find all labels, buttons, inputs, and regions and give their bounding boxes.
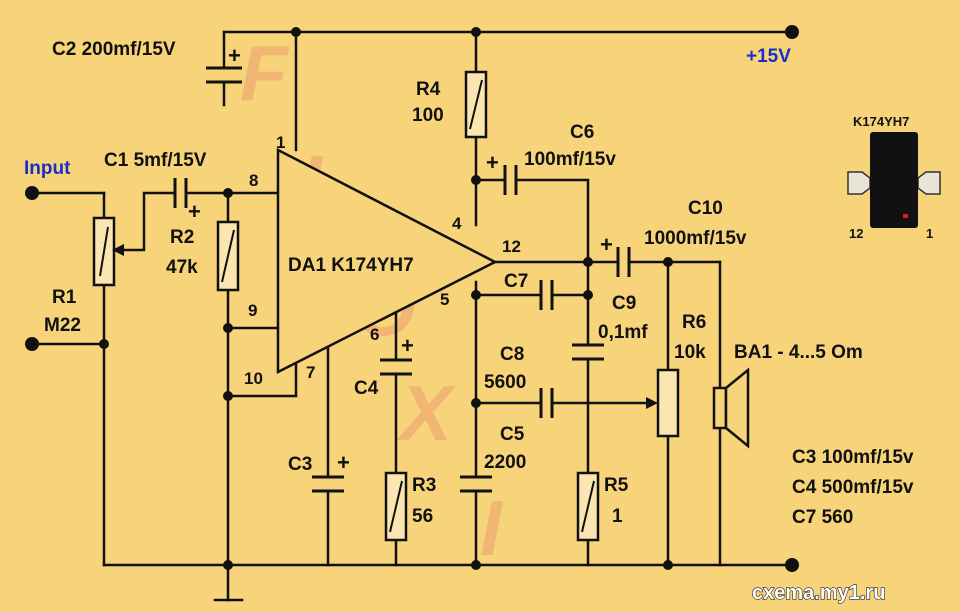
capacitor-c4: + <box>380 333 414 376</box>
r1-value: M22 <box>44 315 81 336</box>
ic-da1: DA1 K174YH7 1 8 4 12 5 9 6 10 7 <box>244 133 521 388</box>
r3-name: R3 <box>412 475 436 496</box>
ba1-label: BA1 - 4...5 Om <box>734 342 863 363</box>
r5-value: 1 <box>612 506 623 527</box>
package-pin-right: 1 <box>926 226 933 241</box>
resistor-r1 <box>92 216 124 287</box>
capacitor-c8 <box>539 388 554 418</box>
capacitor-c5 <box>460 475 492 493</box>
capacitor-c9 <box>572 343 604 361</box>
pin-4-label: 4 <box>452 214 462 233</box>
pin-12-label: 12 <box>502 237 521 256</box>
watermark-letter-f: F <box>240 29 290 117</box>
c6-name: C6 <box>570 122 594 143</box>
capacitor-c10: + <box>600 232 631 277</box>
wires <box>30 30 794 602</box>
package-title: K174YH7 <box>853 114 909 129</box>
input-label: Input <box>24 158 71 179</box>
r6-name: R6 <box>682 312 706 333</box>
c5-value: 2200 <box>484 452 526 473</box>
c8-value: 5600 <box>484 372 526 393</box>
svg-text:+: + <box>188 199 201 224</box>
resistor-r5 <box>576 471 600 542</box>
note-c7: C7 560 <box>792 507 853 528</box>
c5-name: C5 <box>500 424 525 445</box>
r3-value: 56 <box>412 506 433 527</box>
c10-value: 1000mf/15v <box>644 228 747 249</box>
site-watermark: cxema.my1.ru <box>752 582 885 604</box>
capacitor-c6: + <box>486 150 518 195</box>
labels: +15V Input C2 200mf/15V C1 5mf/15V R2 47… <box>24 39 914 605</box>
c7-label: C7 <box>504 271 528 292</box>
chip-package: K174YH7 12 1 <box>847 114 941 241</box>
c8-name: C8 <box>500 344 524 365</box>
input-terminal <box>25 186 39 200</box>
watermark-letter-x: X <box>396 369 456 457</box>
resistor-r4 <box>464 70 488 139</box>
package-pin-left: 12 <box>849 226 863 241</box>
resistor-r3 <box>384 471 408 542</box>
watermark-letter-i: I <box>480 484 503 572</box>
capacitor-c1: + <box>173 178 201 224</box>
speaker-icon <box>712 367 750 449</box>
capacitors: + + + + <box>173 43 631 493</box>
resistors <box>92 70 680 542</box>
r6-value: 10k <box>674 342 706 363</box>
c2-label: C2 200mf/15V <box>52 39 176 60</box>
svg-text:+: + <box>337 450 350 475</box>
supply-label: +15V <box>746 46 791 67</box>
pin-7-label: 7 <box>306 363 315 382</box>
c1-label: C1 5mf/15V <box>104 150 207 171</box>
pin-5-label: 5 <box>440 290 449 309</box>
ground-terminal <box>785 558 799 572</box>
note-c4: C4 500mf/15v <box>792 477 914 498</box>
r4-value: 100 <box>412 105 444 126</box>
pin-9-label: 9 <box>248 301 257 320</box>
r5-name: R5 <box>604 475 629 496</box>
r1-name: R1 <box>52 287 77 308</box>
svg-text:+: + <box>401 333 414 358</box>
pin-8-label: 8 <box>249 171 258 190</box>
c9-name: C9 <box>612 293 636 314</box>
potentiometer-r6 <box>646 368 680 438</box>
svg-text:+: + <box>600 232 613 257</box>
chip-icon <box>870 132 918 228</box>
r2-name: R2 <box>170 227 194 248</box>
c9-value: 0,1mf <box>598 322 648 343</box>
svg-text:+: + <box>486 150 499 175</box>
r2-value: 47k <box>166 257 198 278</box>
c6-value: 100mf/15v <box>524 149 616 170</box>
pin-1-label: 1 <box>276 133 285 152</box>
supply-terminal <box>785 25 799 39</box>
capacitor-c2: + <box>206 43 242 84</box>
amplifier-triangle <box>276 147 498 375</box>
c10-name: C10 <box>688 198 723 219</box>
capacitor-c3: + <box>312 450 350 493</box>
resistor-r2 <box>216 220 240 292</box>
c4-label: C4 <box>354 378 379 399</box>
pin-10-label: 10 <box>244 369 263 388</box>
c3-label: C3 <box>288 454 312 475</box>
r4-name: R4 <box>416 79 441 100</box>
svg-text:+: + <box>228 43 241 68</box>
note-c3: C3 100mf/15v <box>792 447 914 468</box>
capacitor-c7 <box>539 280 554 310</box>
input-ground-terminal <box>25 337 39 351</box>
pin-6-label: 6 <box>370 325 379 344</box>
ic-label: DA1 K174YH7 <box>288 255 414 276</box>
